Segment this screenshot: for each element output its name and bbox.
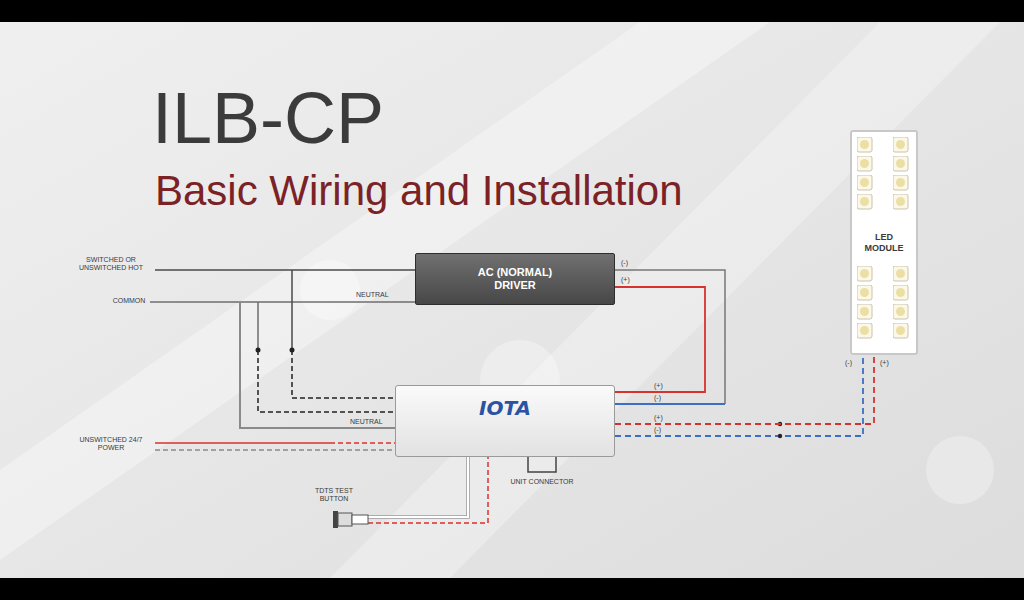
- test-switch-wire: [368, 457, 468, 517]
- test-button-symbol: [333, 511, 338, 528]
- node-text: AC (NORMAL) DRIVER: [470, 266, 560, 292]
- subtitle: Basic Wiring and Installation: [155, 170, 683, 212]
- wire-label: SWITCHED OR UNSWITCHED HOT: [70, 256, 152, 272]
- wire-label: NEUTRAL: [350, 418, 383, 426]
- tap-wire: [291, 270, 293, 350]
- sense-wire: [258, 350, 395, 412]
- test-button-symbol: [352, 515, 368, 524]
- junction-dot: [256, 348, 261, 353]
- background-band: [330, 22, 1000, 578]
- polarity-label: (-): [654, 394, 661, 402]
- led-array: [857, 137, 909, 210]
- polarity-label: (+): [621, 276, 630, 284]
- letterbox-bar: [0, 0, 1024, 22]
- polarity-label: (+): [880, 359, 889, 367]
- sense-wire: [292, 350, 395, 398]
- test-button-symbol: [338, 513, 352, 526]
- unswitched-wire: [155, 442, 330, 444]
- emergency-unit-box: IOTA: [395, 385, 615, 457]
- power-wire: [615, 287, 705, 392]
- hot-wire: [155, 269, 415, 271]
- driver-negative-wire: [615, 270, 725, 404]
- unswitched-neutral-wire: [155, 449, 395, 451]
- background-fixture: [926, 436, 994, 504]
- junction-dot: [290, 348, 295, 353]
- neutral-wire: [240, 302, 395, 428]
- component-label: TDTS TEST BUTTON: [306, 487, 362, 503]
- junction-dot: [778, 434, 782, 438]
- polarity-label: (-): [654, 426, 661, 434]
- title: ILB-CP: [152, 82, 384, 154]
- led-board: [850, 130, 916, 355]
- common-wire: [150, 301, 415, 303]
- polarity-label: (-): [621, 259, 628, 267]
- background-fixture: [300, 260, 360, 320]
- polarity-label: (-): [845, 359, 852, 367]
- wire-label: COMMON: [108, 297, 150, 305]
- unswitched-wire: [330, 442, 395, 444]
- polarity-label: (+): [654, 382, 663, 390]
- component-label: UNIT CONNECTOR: [510, 478, 574, 486]
- node-text: IOTA: [479, 396, 531, 420]
- test-switch-wire: [368, 457, 468, 517]
- node-text: LED MODULE: [856, 232, 912, 254]
- tap-wire: [257, 302, 259, 350]
- unit-connector-symbol: [528, 457, 556, 472]
- led-array: [857, 266, 909, 339]
- wire-label: UNSWITCHED 24/7 POWER: [70, 436, 152, 452]
- driver-negative-wire: [615, 403, 725, 405]
- letterbox-bar: [0, 578, 1024, 600]
- led-module: LED MODULE: [850, 130, 918, 355]
- driver-box: AC (NORMAL) DRIVER: [415, 253, 615, 305]
- test-switch-wire: [368, 457, 488, 523]
- emergency-power-wire: [615, 355, 874, 424]
- polarity-label: (+): [654, 414, 663, 422]
- wire-label: NEUTRAL: [356, 291, 389, 299]
